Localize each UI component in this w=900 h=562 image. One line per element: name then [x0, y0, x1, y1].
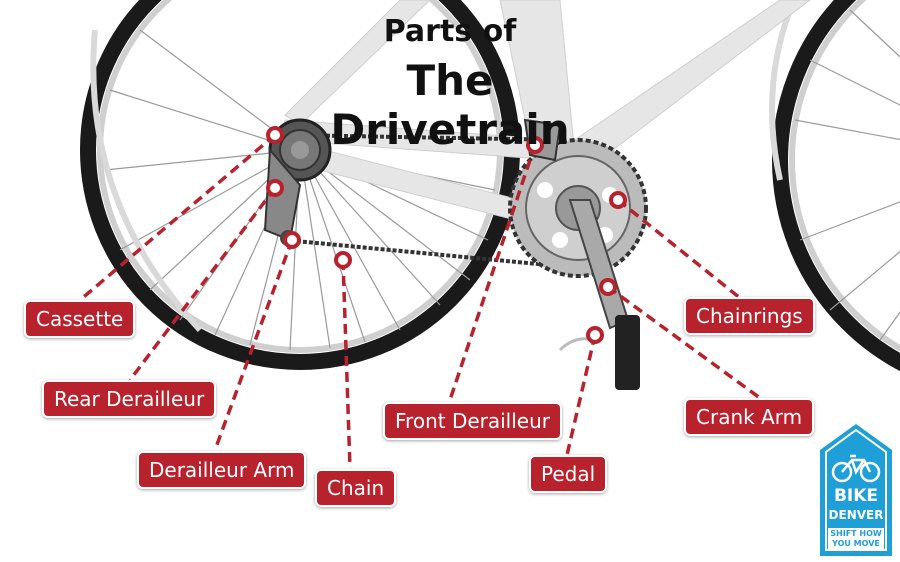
marker-rear-derailleur [266, 179, 284, 197]
leader-derailleur-arm [213, 239, 294, 451]
marker-chainrings [609, 191, 627, 209]
bike-frame [279, 0, 811, 226]
title-line-1: Parts of [383, 14, 517, 49]
leader-lines [78, 133, 762, 469]
marker-cassette [266, 126, 284, 144]
marker-pedal [586, 326, 604, 344]
label-derailleur-arm: Derailleur Arm [137, 451, 307, 489]
pedal-illustration [558, 315, 640, 390]
marker-derailleur-arm [283, 231, 301, 249]
logo-bike-text: BIKE [833, 486, 879, 506]
marker-chain [334, 251, 352, 269]
label-cassette: Cassette [24, 300, 136, 338]
callout-markers [266, 126, 627, 344]
logo-tagline-1: SHIFT HOW [830, 529, 882, 538]
label-pedal: Pedal [529, 455, 608, 493]
logo-badge [820, 424, 892, 556]
leader-cassette [78, 133, 277, 302]
label-front-derailleur: Front Derailleur [383, 402, 562, 440]
front-fender [769, 8, 793, 181]
chain-illustration [284, 133, 581, 270]
marker-crank-arm [599, 278, 617, 296]
logo-tagline-2: YOU MOVE [832, 539, 880, 548]
leader-chainrings [616, 198, 742, 300]
rear-fender [90, 29, 203, 333]
label-crank-arm: Crank Arm [684, 398, 815, 436]
label-rear-derailleur: Rear Derailleur [42, 380, 217, 418]
leader-chain [341, 259, 352, 469]
bicycle-icon [831, 454, 881, 483]
leader-front-derailleur [448, 144, 537, 401]
marker-front-derailleur [526, 136, 544, 154]
label-chain: Chain [315, 469, 397, 507]
logo-denver-text: DENVER [828, 508, 884, 522]
title-line-2: The Drivetrain [330, 56, 570, 154]
front-wheel [772, 0, 900, 371]
leader-rear-derailleur [128, 186, 277, 382]
cassette-illustration [268, 118, 332, 182]
bike-denver-logo: BIKE DENVER SHIFT HOW YOU MOVE [820, 424, 892, 556]
leader-pedal [565, 334, 597, 456]
label-chainrings: Chainrings [684, 297, 815, 335]
